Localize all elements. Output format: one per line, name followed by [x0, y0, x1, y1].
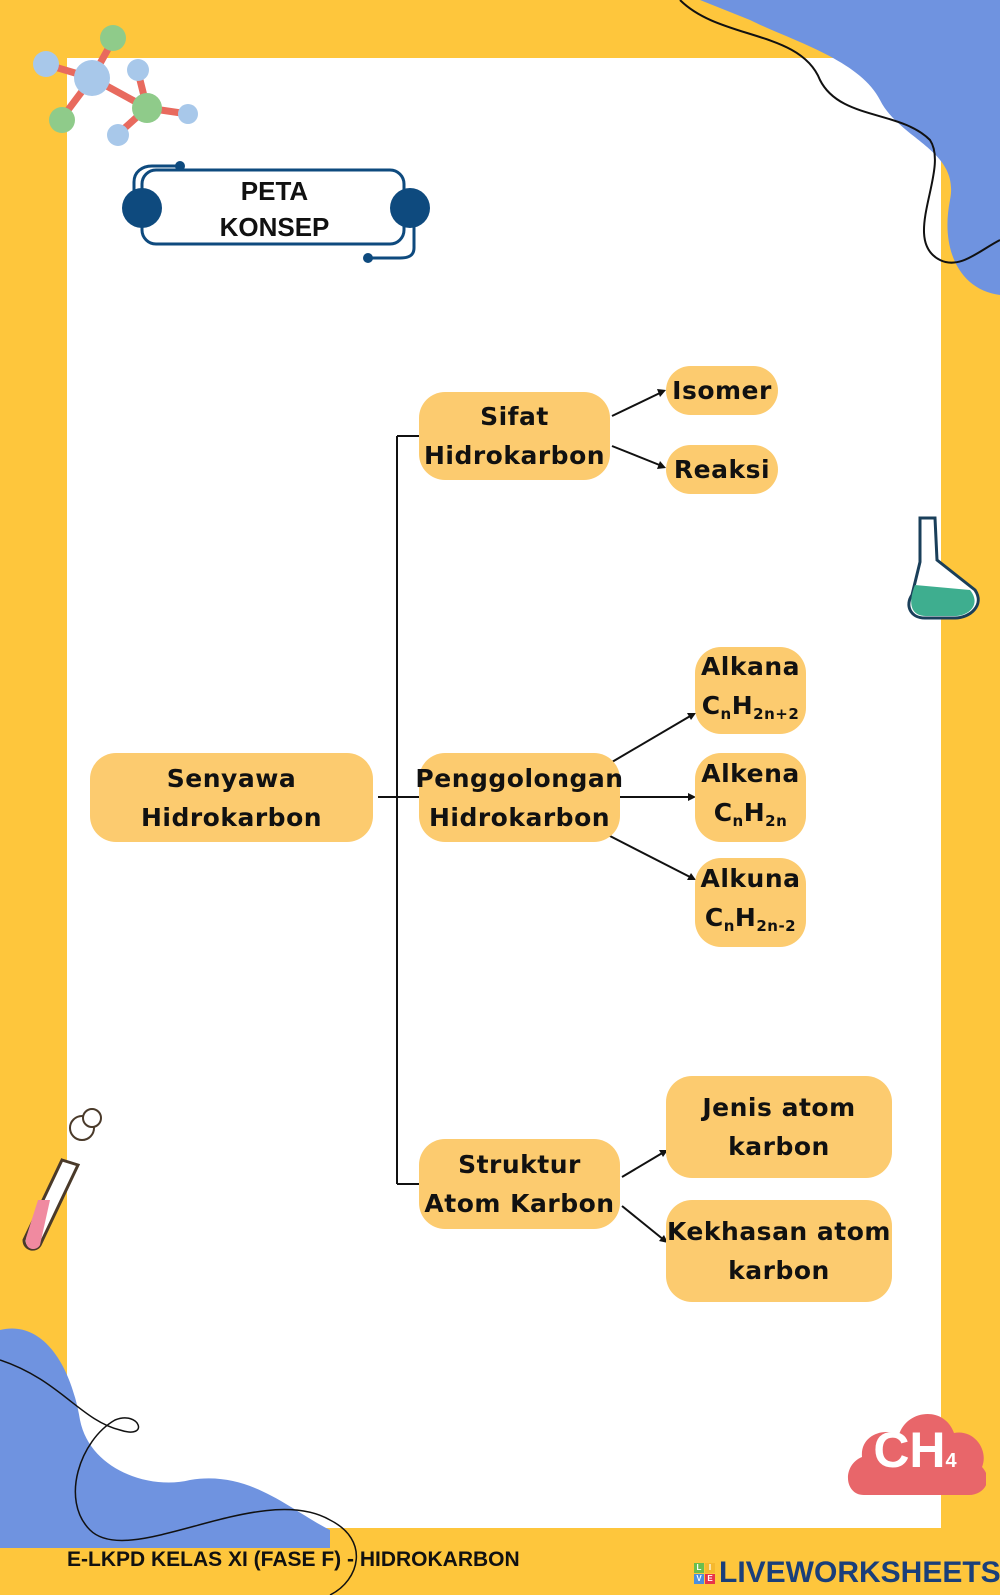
node-sifat-hidrokarbon: Sifat Hidrokarbon [419, 392, 610, 480]
node-text: Atom Karbon [424, 1189, 615, 1218]
node-text: karbon [728, 1132, 830, 1161]
node-text: Alkana [700, 652, 801, 681]
concept-map-connectors [378, 391, 693, 1241]
test-tube-icon [22, 1108, 102, 1251]
molecule-icon [33, 25, 198, 146]
node-isomer: Isomer [666, 366, 778, 415]
node-alkena: Alkena CnH2n [695, 753, 806, 842]
formula-alkana: CnH2n+2 [701, 691, 800, 723]
flask-icon [907, 516, 980, 620]
title-line-2: KONSEP [219, 212, 330, 242]
formula-alkena: CnH2n [713, 798, 788, 830]
banner-frame-icon [122, 161, 430, 263]
node-text: Struktur [458, 1150, 581, 1179]
node-struktur-atom-karbon: Struktur Atom Karbon [419, 1139, 620, 1229]
node-text: Hidrokarbon [423, 441, 606, 470]
node-text: Hidrokarbon [140, 802, 323, 832]
node-text: Alkuna [700, 864, 801, 893]
ch4-subscript: 4 [945, 1450, 957, 1472]
node-text: Hidrokarbon [428, 802, 611, 832]
blue-blob-bottom-left [0, 1328, 330, 1548]
node-text: Reaksi [673, 455, 771, 484]
node-alkana: Alkana CnH2n+2 [695, 647, 806, 734]
liveworksheets-text: LIVEWORKSHEETS [719, 1556, 1000, 1589]
formula-alkuna: CnH2n-2 [704, 903, 797, 935]
arrowheads [657, 389, 696, 1243]
curve-line-top-right [679, 0, 1000, 264]
node-text: Alkena [701, 759, 800, 788]
ch4-cloud-icon: CH4 [844, 1405, 988, 1497]
node-text: Jenis atom [702, 1093, 856, 1122]
node-text: Sifat [480, 402, 549, 431]
node-text: karbon [728, 1256, 830, 1285]
node-kekhasan-atom-karbon: Kekhasan atom karbon [666, 1200, 892, 1302]
node-alkuna: Alkuna CnH2n-2 [695, 858, 806, 947]
blue-blob-top-right [700, 0, 1000, 295]
node-senyawa-hidrokarbon: Senyawa Hidrokarbon [90, 753, 373, 842]
curve-line-bottom-left [0, 1359, 358, 1595]
title-banner: PETA KONSEP [122, 161, 430, 263]
node-jenis-atom-karbon: Jenis atom karbon [666, 1076, 892, 1178]
node-text: Senyawa [166, 763, 297, 793]
node-reaksi: Reaksi [666, 445, 778, 494]
node-penggolongan-hidrokarbon: Penggolongan Hidrokarbon [415, 753, 623, 842]
footer-title: E-LKPD KELAS XI (FASE F) - HIDROKARBON [67, 1548, 520, 1571]
node-text: Isomer [672, 376, 772, 405]
node-text: Penggolongan [415, 763, 624, 793]
title-line-1: PETA [240, 176, 309, 206]
ch4-text: CH [873, 1422, 946, 1478]
node-text: Kekhasan atom [667, 1217, 891, 1246]
